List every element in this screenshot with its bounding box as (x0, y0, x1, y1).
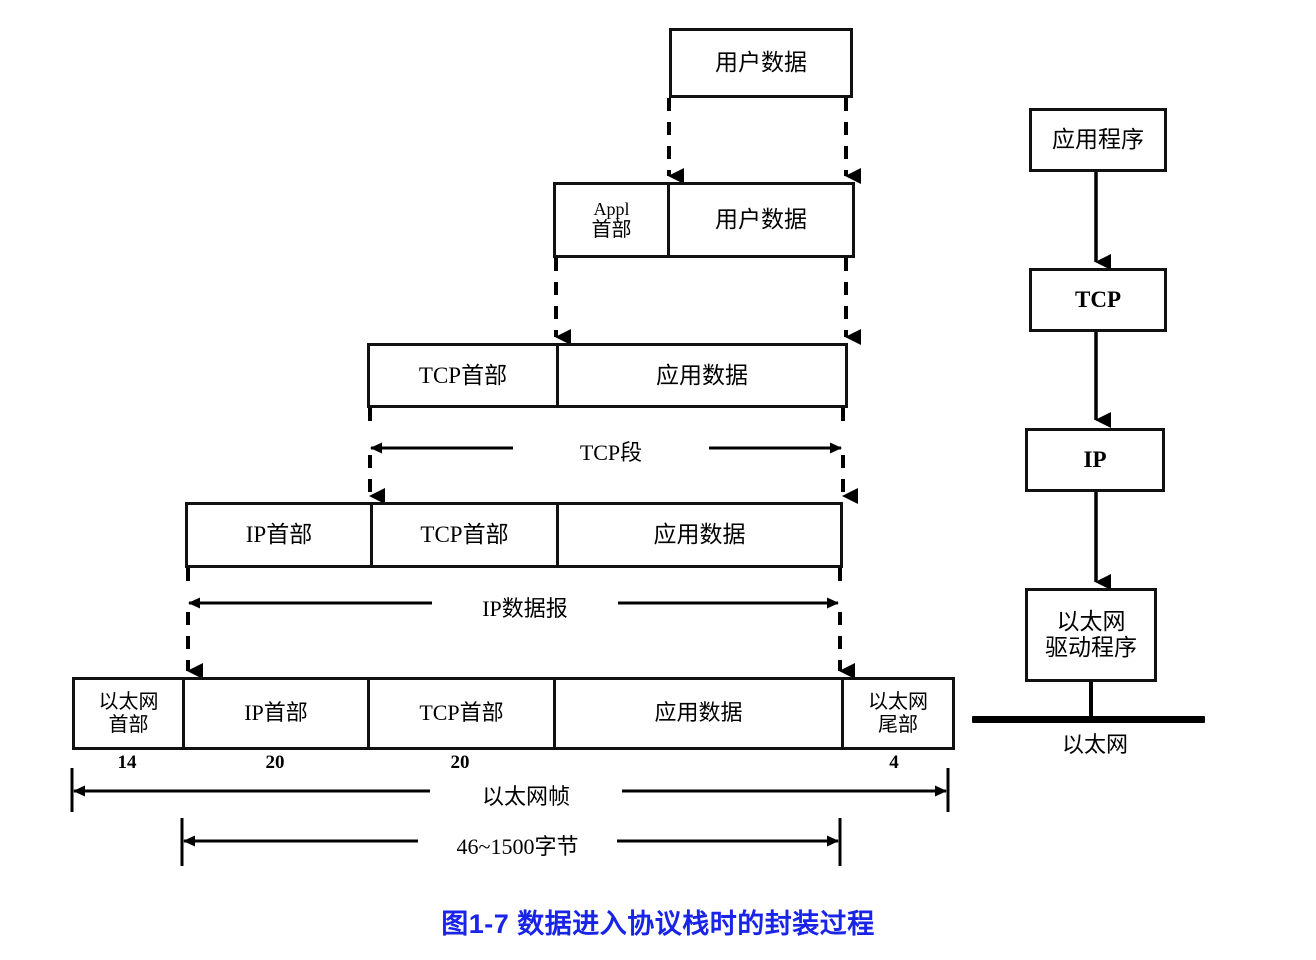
row-tcp-cell-0: TCP首部 (367, 343, 556, 408)
cell-label: 用户数据 (715, 50, 807, 76)
row-appl-cell-0: Appl 首部 (553, 182, 667, 258)
figure-caption-text: 图1-7 数据进入协议栈时的封装过程 (441, 909, 875, 939)
ethernet-medium-bar (972, 716, 1205, 723)
size-value: 4 (889, 752, 899, 773)
stack-box-ip: IP (1025, 428, 1165, 492)
ethernet-medium-label-text: 以太网 (1061, 732, 1128, 757)
cell-label: IP首部 (244, 700, 308, 726)
stack-box-label-line2: 驱动程序 (1045, 635, 1137, 660)
stack-arrows (1089, 172, 1111, 722)
stack-box-label: TCP (1075, 287, 1121, 313)
span-arrow-ethernet-frame (70, 768, 950, 812)
span-arrow-payload-range (180, 818, 842, 866)
figure-caption: 图1-7 数据进入协议栈时的封装过程 (0, 902, 1316, 941)
size-value: 14 (117, 752, 137, 773)
row-ethernet-cell-2: TCP首部 (367, 677, 553, 750)
cell-label: TCP首部 (420, 522, 509, 548)
stack-box-tcp: TCP (1029, 268, 1167, 332)
span-label-tcp-segment: TCP段 (513, 435, 709, 467)
row-ip-cell-0: IP首部 (185, 502, 370, 568)
cell-label: 用户数据 (715, 207, 807, 233)
row-tcp-cell-1: 应用数据 (556, 343, 848, 408)
cell-label-line2: 首部 (591, 218, 632, 241)
stack-box-label-multiline: 以太网 驱动程序 (1045, 609, 1137, 661)
cell-label-line2: 首部 (108, 713, 149, 736)
row-ethernet-cell-1: IP首部 (182, 677, 367, 750)
row-ip-cell-2: 应用数据 (556, 502, 843, 568)
size-label-ethernet-trailer: 4 (864, 752, 924, 774)
stack-box-application: 应用程序 (1029, 108, 1167, 172)
cell-label-line2: 尾部 (878, 713, 918, 736)
cell-label-line1: 以太网 (868, 691, 928, 714)
cell-label-multiline: 以太网 尾部 (868, 691, 928, 736)
size-label-ethernet-header: 14 (97, 752, 157, 774)
cell-label: 应用数据 (654, 700, 743, 726)
cell-label: TCP首部 (419, 700, 504, 726)
span-label-ip-datagram: IP数据报 (432, 591, 618, 623)
cell-label: TCP首部 (418, 362, 508, 388)
row-user-data-cell-0: 用户数据 (669, 28, 853, 98)
size-label-tcp-header: 20 (430, 752, 490, 774)
span-label-text: TCP段 (579, 440, 643, 465)
span-label-text: IP数据报 (482, 596, 568, 621)
span-label-ethernet-frame: 以太网帧 (430, 779, 622, 811)
span-label-text: 以太网帧 (481, 784, 570, 809)
cell-label: 应用数据 (653, 522, 746, 548)
row-ethernet-cell-3: 应用数据 (553, 677, 841, 750)
size-value: 20 (450, 752, 470, 773)
cell-label: IP首部 (245, 522, 313, 548)
row-ethernet-cell-0: 以太网 首部 (72, 677, 182, 750)
dashed-connector-left (186, 98, 684, 679)
size-label-ip-header: 20 (245, 752, 305, 774)
cell-label: 应用数据 (656, 362, 748, 388)
stack-box-label: IP (1083, 447, 1107, 473)
cell-label-multiline: Appl 首部 (592, 199, 632, 242)
size-value: 20 (265, 752, 285, 773)
row-ethernet-cell-4: 以太网 尾部 (841, 677, 955, 750)
cell-label-multiline: 以太网 首部 (99, 691, 159, 736)
ethernet-medium-label: 以太网 (1030, 727, 1160, 759)
cell-label-line1: Appl (593, 198, 630, 219)
dashed-connector-right (838, 98, 861, 679)
span-label-payload-range: 46~1500字节 (418, 829, 617, 861)
row-ip-cell-1: TCP首部 (370, 502, 556, 568)
row-appl-cell-1: 用户数据 (667, 182, 855, 258)
stack-box-label: 应用程序 (1052, 127, 1144, 153)
cell-label-line1: 以太网 (98, 691, 159, 714)
span-label-text: 46~1500字节 (456, 834, 579, 859)
stack-box-label-line1: 以太网 (1056, 609, 1126, 635)
stack-box-ethernet-driver: 以太网 驱动程序 (1025, 588, 1157, 682)
